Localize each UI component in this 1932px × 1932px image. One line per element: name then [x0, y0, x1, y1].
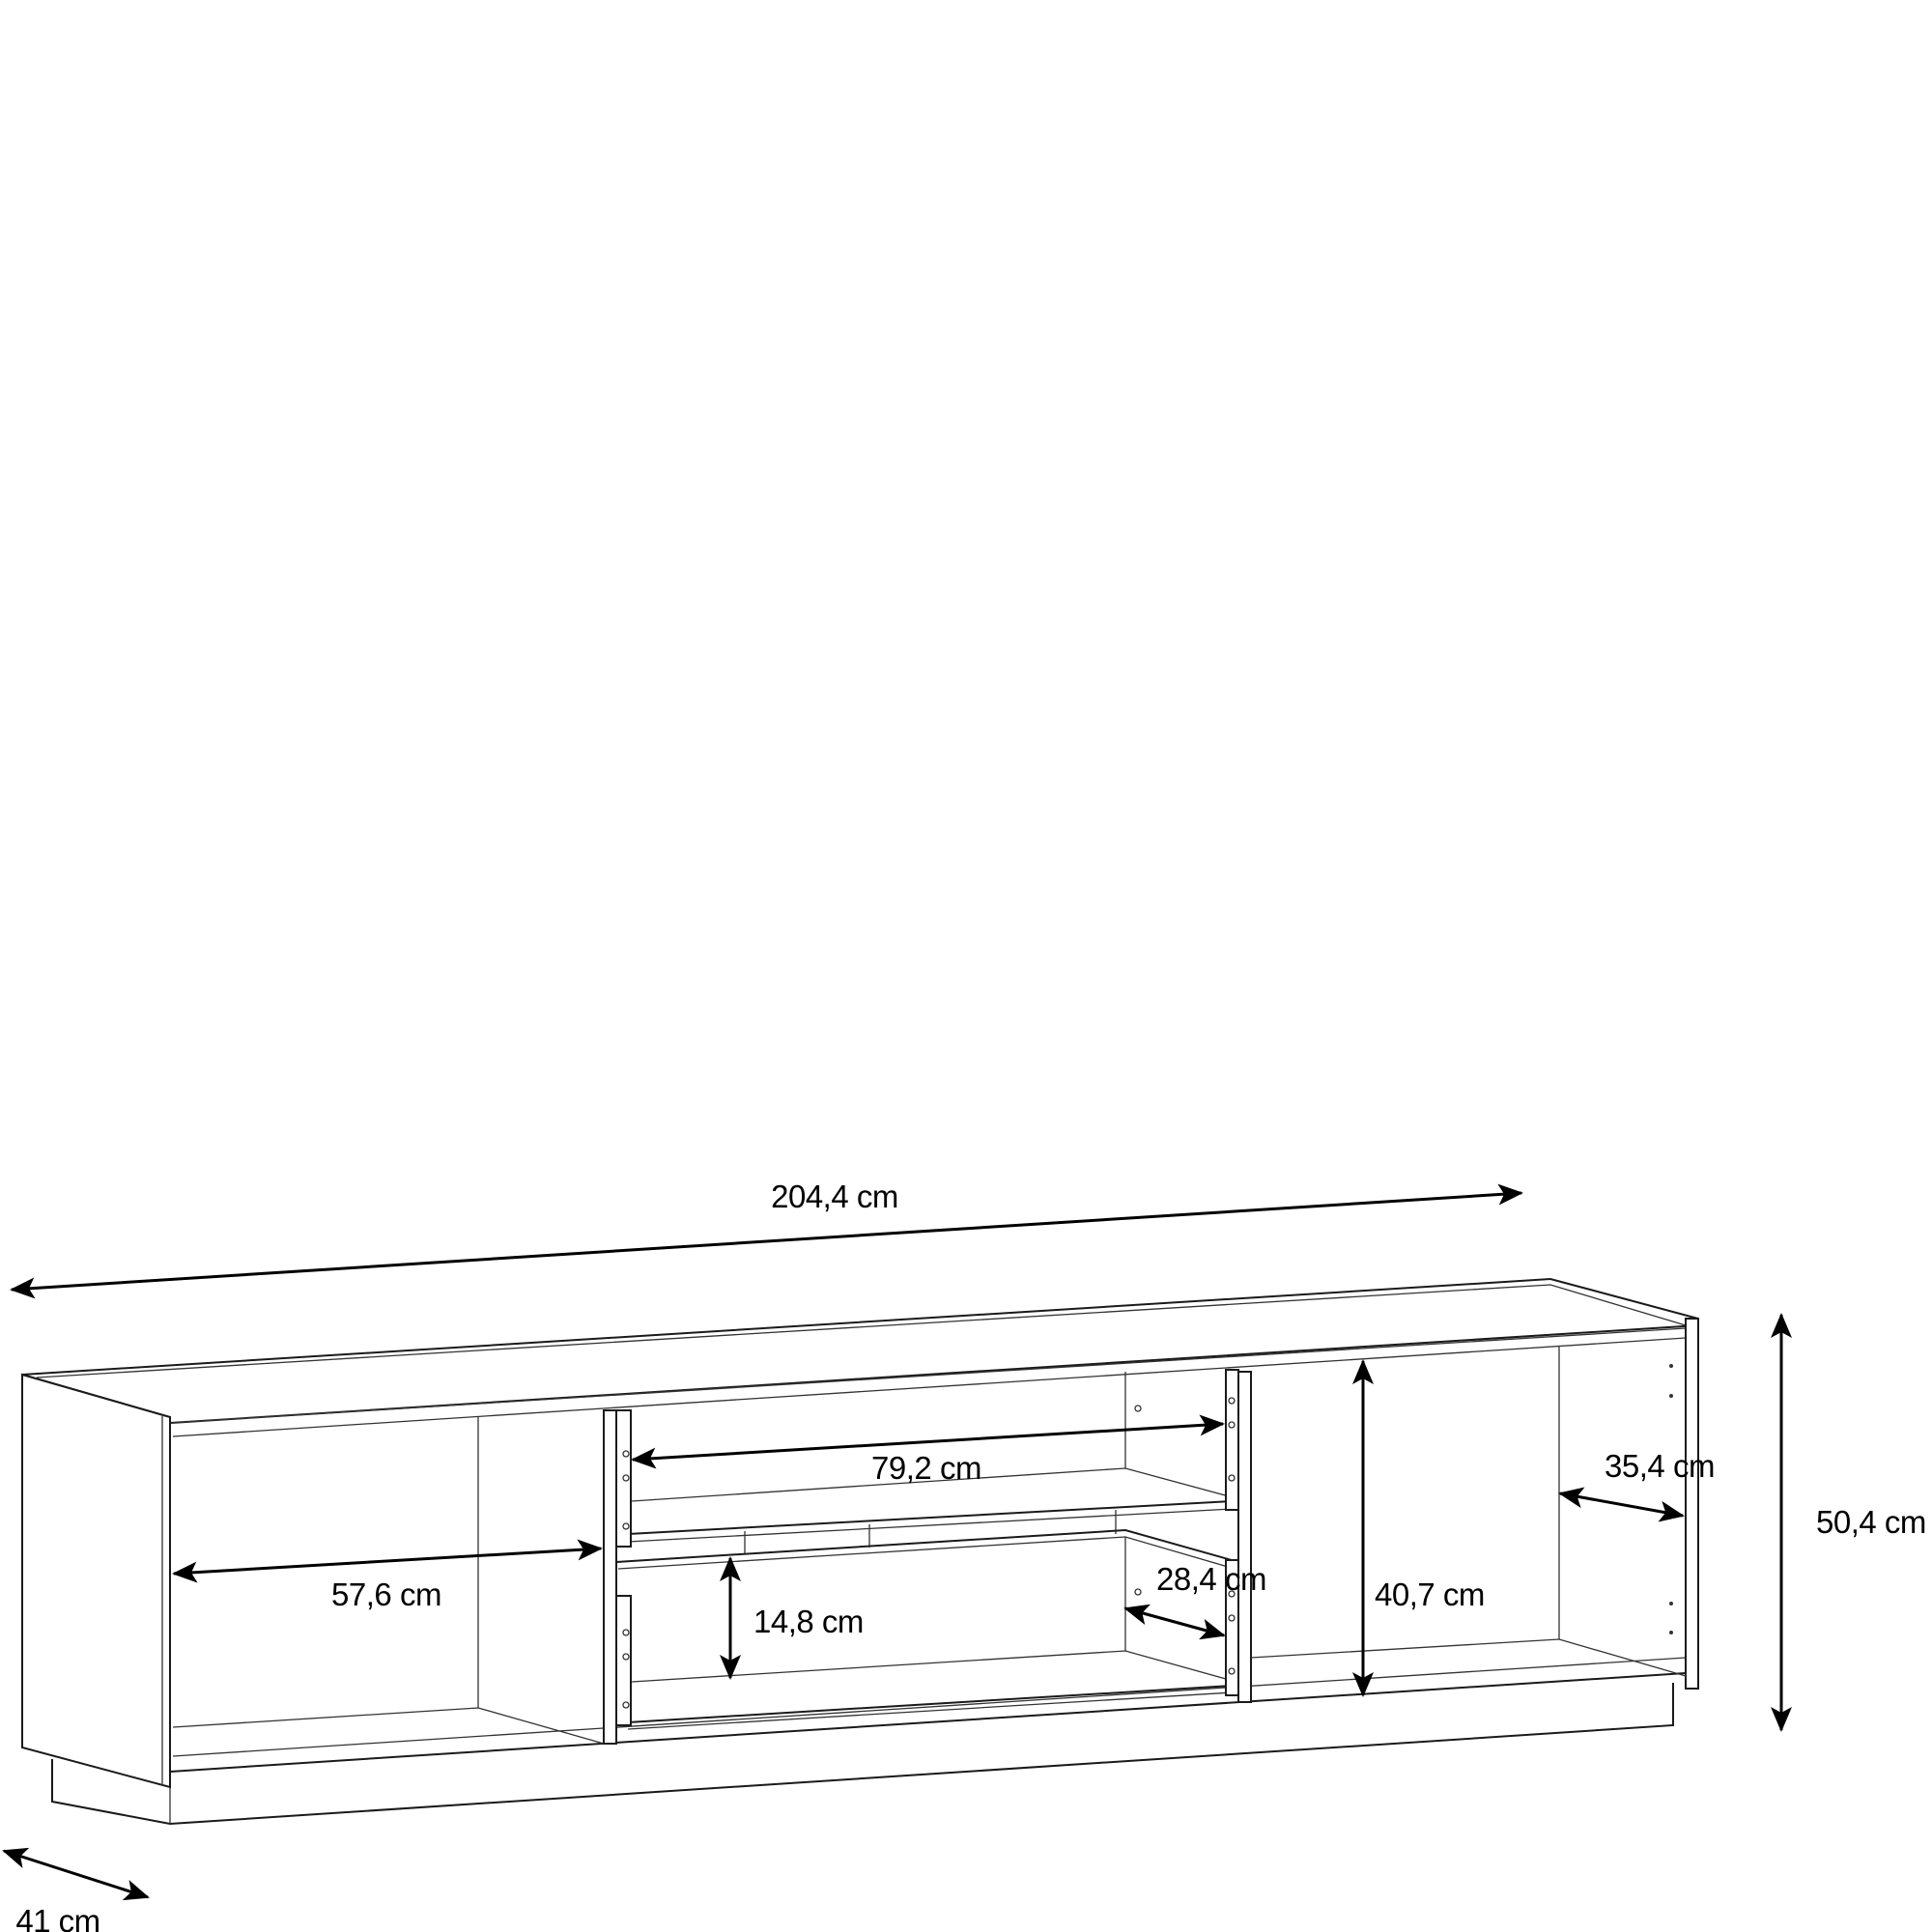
dimension-drawer-width: 79,2 cm — [631, 1414, 1225, 1486]
dimension-drawer-depth: 28,4 cm — [1123, 1561, 1266, 1640]
dimension-total-depth: 41 cm — [2, 1847, 150, 1932]
right-compartment — [1250, 1347, 1687, 1677]
dimension-label: 28,4 cm — [1156, 1561, 1266, 1597]
middle-divider — [1237, 1371, 1252, 1703]
dimension-label: 50,4 cm — [1816, 1504, 1926, 1540]
dimension-label: 14,8 cm — [753, 1604, 864, 1639]
dimension-right-compartment-height: 40,7 cm — [1352, 1359, 1485, 1697]
right-side-panel — [1685, 1318, 1699, 1690]
dimension-label: 40,7 cm — [1375, 1577, 1485, 1612]
dimension-total-width: 204,4 cm — [10, 1179, 1523, 1299]
plinth — [51, 1683, 1674, 1826]
dimension-label: 204,4 cm — [771, 1179, 898, 1214]
dimension-total-height: 50,4 cm — [1771, 1313, 1926, 1732]
cabinet — [21, 1277, 1699, 1826]
dimension-label: 57,6 cm — [331, 1577, 441, 1612]
dimension-label: 41 cm — [15, 1903, 99, 1932]
left-side-panel — [21, 1373, 171, 1789]
dimension-left-compartment-width: 57,6 cm — [172, 1539, 603, 1612]
upper-drawer — [615, 1369, 1239, 1553]
lower-drawer — [615, 1528, 1239, 1730]
drawer-slide — [615, 1595, 632, 1726]
dimension-label: 79,2 cm — [871, 1450, 981, 1486]
drawer-slide — [1225, 1369, 1239, 1511]
top-panel — [21, 1277, 1699, 1425]
left-divider — [603, 1409, 617, 1745]
dimension-drawer-height: 14,8 cm — [720, 1556, 864, 1680]
dimension-label: 35,4 cm — [1605, 1448, 1715, 1484]
dimension-right-compartment-depth: 35,4 cm — [1558, 1448, 1715, 1522]
